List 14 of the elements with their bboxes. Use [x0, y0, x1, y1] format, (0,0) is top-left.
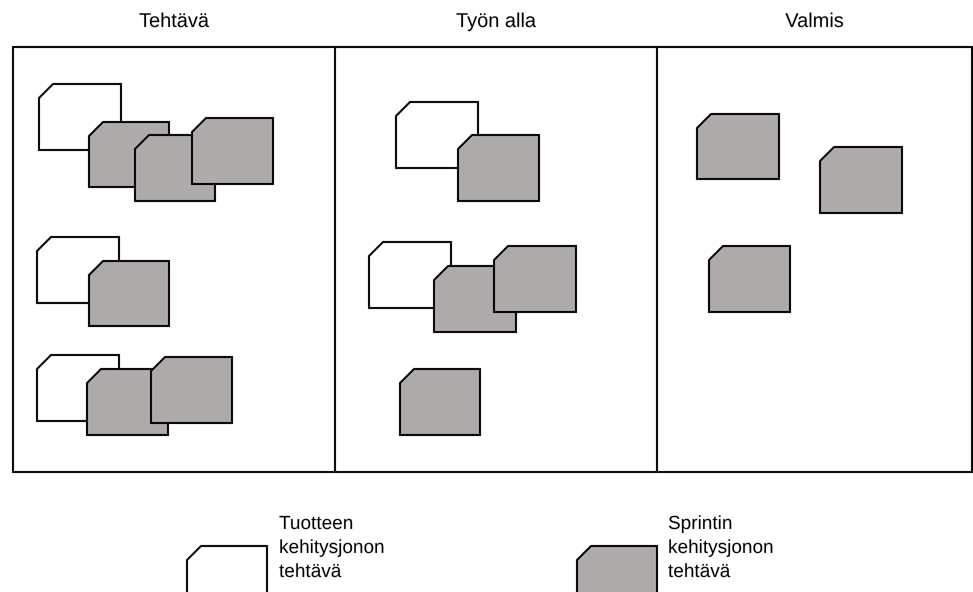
column-heading: Tehtävä: [138, 9, 210, 34]
task-card: [493, 245, 577, 313]
column-heading: Työn alla: [454, 9, 538, 34]
task-card: [88, 260, 170, 327]
task-card: [819, 146, 903, 214]
legend-text: Tuotteen kehitysjonon tehtävä: [279, 512, 386, 584]
task-card: [191, 117, 274, 185]
task-card: [150, 356, 233, 424]
task-card: [708, 245, 791, 313]
legend-text: Sprintin kehitysjonon tehtävä: [668, 512, 775, 584]
column-heading: Valmis: [784, 9, 845, 34]
task-card: [696, 113, 780, 180]
task-card: [399, 368, 481, 436]
task-card: [457, 134, 540, 202]
